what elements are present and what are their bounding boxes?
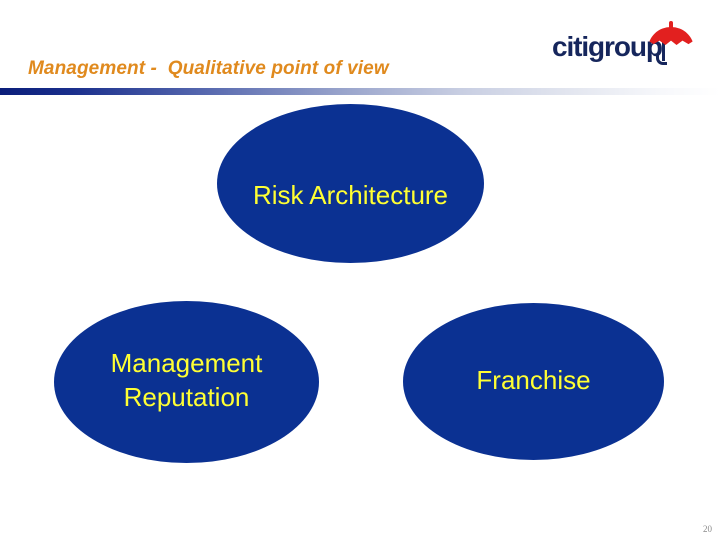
diagram-node-label: Risk Architecture [252, 179, 449, 210]
diagram-node-risk-architecture: Risk Architecture [217, 104, 484, 263]
umbrella-tip [669, 21, 673, 30]
diagram-node-franchise: Franchise [403, 303, 664, 460]
logo-j-stem [656, 37, 667, 65]
diagram-node-label: Franchise [476, 364, 591, 395]
umbrella-icon [648, 21, 694, 46]
page-title: Management - Qualitative point of view [28, 58, 389, 79]
diagram-node-management-reputation: Management Reputation [54, 301, 319, 463]
header-divider [0, 88, 720, 95]
diagram-node-label: Management Reputation [110, 348, 263, 412]
logo-wordmark: citigroup [552, 31, 663, 62]
umbrella-dome [648, 27, 694, 46]
page-number: 20 [703, 524, 712, 534]
citigroup-logo: citigroup [552, 20, 694, 68]
